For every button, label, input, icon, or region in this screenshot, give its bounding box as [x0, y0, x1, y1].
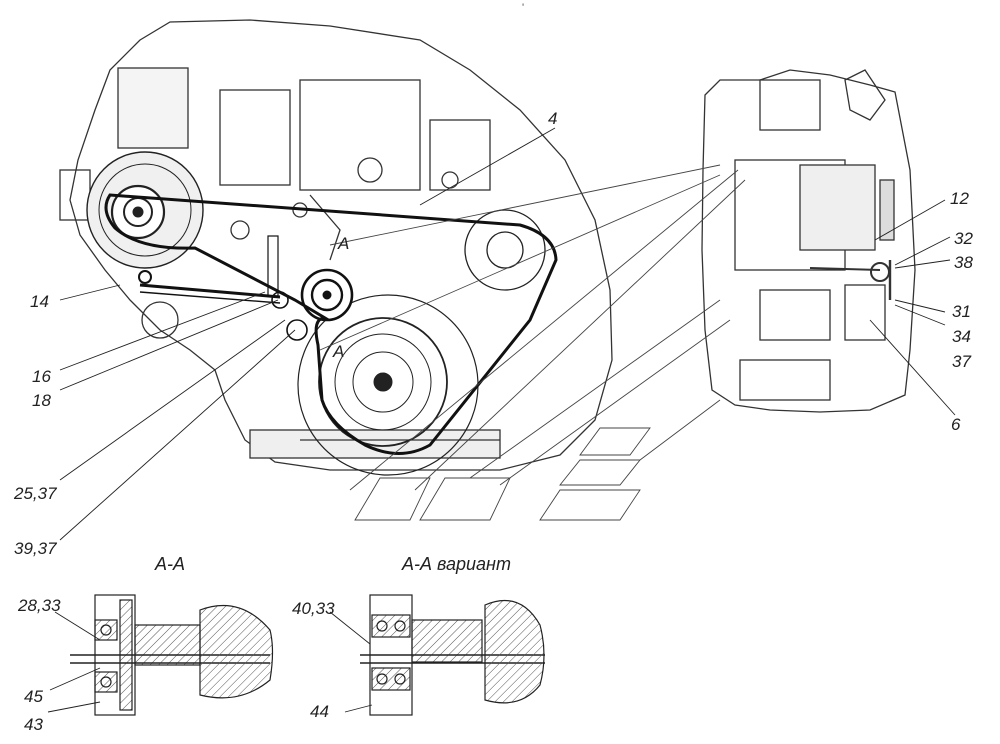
callout-18: 18	[32, 391, 51, 410]
callout-37-right: 37	[952, 352, 971, 371]
section-mark-a-bottom: A	[333, 342, 345, 361]
callout-34: 34	[952, 327, 971, 346]
callout-25-37: 25,37	[14, 484, 57, 503]
callout-14: 14	[30, 292, 49, 311]
callout-39-37: 39,37	[14, 539, 57, 558]
engine-side-view	[701, 69, 916, 413]
callout-38: 38	[954, 253, 973, 272]
callout-28-33: 28,33	[18, 596, 61, 615]
section-aa-title: А-А	[155, 554, 186, 574]
leader-lines	[47, 127, 956, 713]
engine-front-view	[59, 19, 613, 471]
tensioner-roller	[271, 268, 354, 341]
callout-6: 6	[951, 415, 961, 434]
callout-45: 45	[24, 687, 43, 706]
section-mark-a-top: A	[338, 234, 350, 253]
section-aa-detail	[70, 594, 274, 716]
callout-32: 32	[954, 229, 973, 248]
alternator	[86, 151, 204, 269]
corner-mark: '	[522, 2, 525, 14]
callout-44: 44	[310, 702, 329, 721]
callout-16: 16	[32, 367, 51, 386]
water-pump-pulley	[464, 209, 546, 291]
callout-43: 43	[24, 715, 43, 734]
section-aa-variant-detail	[360, 594, 545, 716]
callout-12: 12	[950, 189, 969, 208]
callout-31: 31	[952, 302, 971, 321]
drive-belt	[104, 193, 558, 455]
callout-4: 4	[548, 109, 558, 128]
callout-40-33: 40,33	[292, 599, 335, 618]
section-projection-lines	[319, 164, 746, 521]
section-aa-variant-title: А-А вариант	[402, 554, 511, 574]
